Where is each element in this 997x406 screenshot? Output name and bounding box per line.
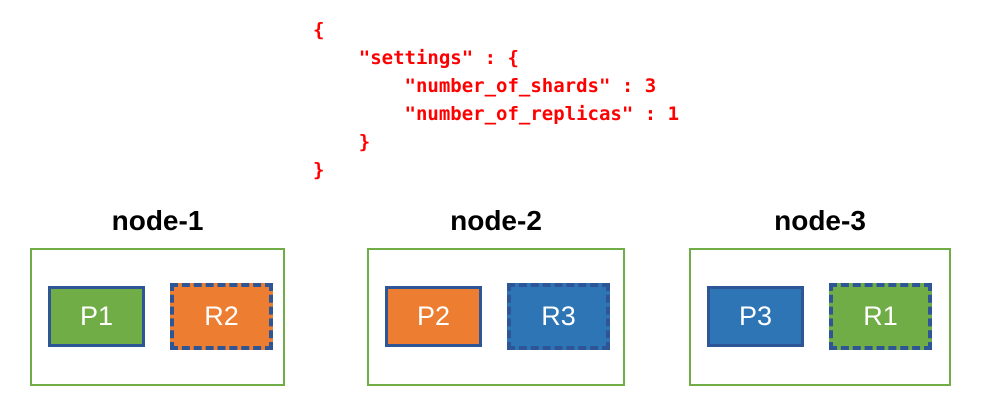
replica-shard-r1: R1 [829,283,932,350]
primary-shard-p2: P2 [385,286,482,347]
node-title: node-1 [111,205,204,236]
primary-shard-p3: P3 [707,286,804,347]
replica-shard-r2: R2 [170,283,273,350]
node-box: P1 R2 [30,248,285,386]
replica-shard-r3: R3 [507,283,610,350]
node-box: P2 R3 [367,248,625,386]
node-title: node-2 [450,205,542,236]
node-box: P3 R1 [689,248,951,386]
primary-shard-p1: P1 [48,286,145,347]
node-title: node-3 [774,205,866,236]
index-settings-code: { "settings" : { "number_of_shards" : 3 … [313,19,680,181]
